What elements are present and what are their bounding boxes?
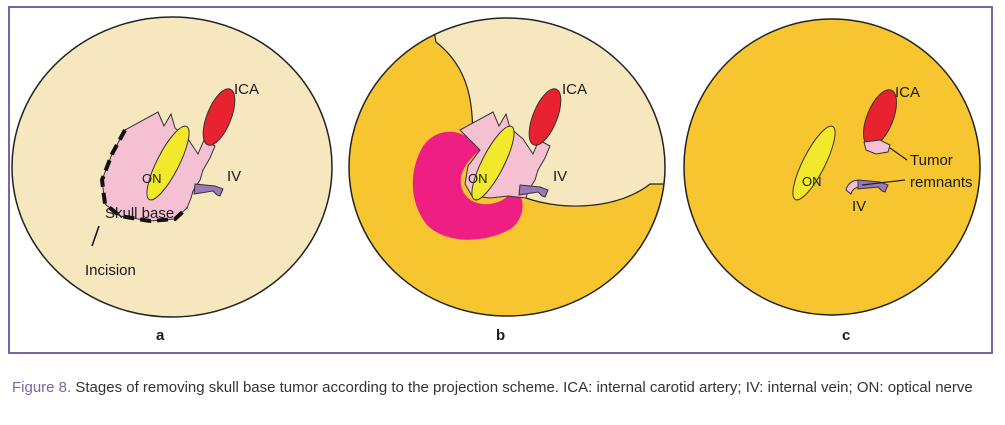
internal-vein-b bbox=[518, 184, 549, 198]
operative-field-b-outline bbox=[348, 17, 666, 317]
caption-text: Stages of removing skull base tumor acco… bbox=[71, 379, 973, 396]
panel-a: ICA ON IV Skull base Incision a bbox=[11, 16, 333, 344]
incision-label: Incision bbox=[85, 262, 136, 279]
on-label-c: ON bbox=[802, 174, 822, 189]
panel-c: ICA ON IV Tumor remnants c bbox=[683, 18, 981, 344]
remnant-pointer-upper bbox=[889, 147, 908, 161]
internal-vein-a bbox=[193, 183, 224, 197]
ica-label-b: ICA bbox=[562, 81, 587, 98]
ica-a bbox=[202, 88, 236, 146]
ica-label-c: ICA bbox=[895, 84, 920, 101]
tumor-remnants-label-line1: Tumor bbox=[910, 152, 953, 169]
panel-letter-b: b bbox=[496, 327, 505, 344]
figure-diagram: ICA ON IV Skull base Incision a ICA ON I… bbox=[11, 16, 981, 344]
optic-nerve-c bbox=[792, 125, 836, 201]
optic-nerve-a bbox=[146, 125, 190, 201]
ica-b bbox=[528, 88, 562, 146]
skull-base-label: Skull base bbox=[105, 205, 174, 222]
iv-label-a: IV bbox=[227, 168, 241, 185]
tumor-remnant-upper bbox=[863, 139, 891, 155]
remnant-pointer-lower bbox=[861, 179, 906, 186]
panel-b: ICA ON IV b bbox=[348, 17, 666, 344]
resected-region-b bbox=[412, 131, 523, 240]
on-label-a: ON bbox=[142, 171, 162, 186]
operative-field-c bbox=[683, 18, 981, 316]
on-label-b: ON bbox=[468, 171, 488, 186]
iv-label-c: IV bbox=[852, 198, 866, 215]
panel-letter-c: c bbox=[842, 327, 850, 344]
incision-pointer bbox=[91, 225, 100, 247]
figure-label: Figure 8. bbox=[12, 379, 72, 396]
panel-letter-a: a bbox=[156, 327, 165, 344]
figure-caption: Figure 8. Stages of removing skull base … bbox=[12, 377, 997, 398]
tumor-remnants-label-line2: remnants bbox=[910, 174, 973, 191]
optic-nerve-b bbox=[471, 125, 515, 201]
ica-label-a: ICA bbox=[234, 81, 259, 98]
iv-label-b: IV bbox=[553, 168, 567, 185]
figure-frame: ICA ON IV Skull base Incision a ICA ON I… bbox=[8, 6, 993, 354]
incision-line bbox=[99, 129, 189, 224]
